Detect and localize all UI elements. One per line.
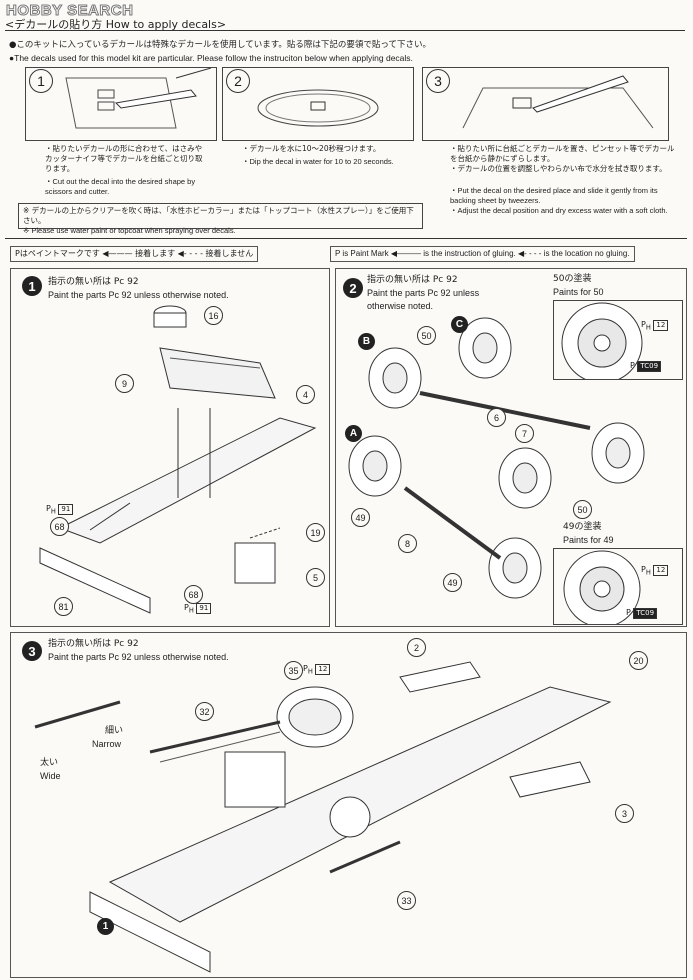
decal-step-2-jp: ・デカールを水に10〜20秒程つけます。 <box>242 144 381 153</box>
step-1-panel <box>10 268 330 627</box>
section-rule <box>5 238 687 239</box>
wheel-49-closeup <box>563 550 641 624</box>
wide-en: Wide <box>40 771 61 781</box>
part-3: 3 <box>615 804 634 823</box>
ph91-label-b: PH 91 <box>184 603 212 615</box>
step-3-en: Paint the parts Pc 92 unless otherwise n… <box>48 652 229 662</box>
legend-jp: Pはペイントマークです ◀——— 接着します ◀- - - - 接着しません <box>10 246 259 262</box>
part-35: 35 <box>284 661 303 680</box>
part-8: 8 <box>398 534 417 553</box>
callout-49-jp: 49の塗装 <box>563 522 602 532</box>
callout-50-jp: 50の塗装 <box>553 274 592 284</box>
step-2-en: Paint the parts Pc 92 unless otherwise n… <box>367 288 480 311</box>
legend-en: P is Paint Mark ◀——— is the instruction … <box>330 246 635 262</box>
step-1-jp: 指示の無い所は Pc 92 <box>48 277 139 287</box>
decal-step-1-jp: ・貼りたいデカールの形に合わせて、はさみやカッターナイフ等でデカールを台紙ごと切… <box>45 144 203 173</box>
decal-step-2-en: ・Dip the decal in water for 10 to 20 sec… <box>242 157 394 166</box>
part-16: 16 <box>204 306 223 325</box>
water-dish-illustration <box>257 89 379 127</box>
step-3-jp: 指示の無い所は Pc 92 <box>48 639 139 649</box>
step-2-panel <box>335 268 687 627</box>
ph12-label-49: PH 12 <box>641 565 669 577</box>
step-1-en: Paint the parts Pc 92 unless otherwise n… <box>48 290 229 300</box>
decal-section-title: <デカールの貼り方 How to apply decals> <box>5 18 227 31</box>
part-32: 32 <box>195 702 214 721</box>
tc09-label-49: P TC09 <box>626 608 658 619</box>
ph12-label-50: PH 12 <box>641 320 669 332</box>
step-3-panel <box>10 632 687 978</box>
part-68-b: 68 <box>184 585 203 604</box>
part-6: 6 <box>487 408 506 427</box>
part-49-a: 49 <box>351 508 370 527</box>
note-en: ※ Please use water paint or topcoat when… <box>23 226 236 235</box>
wheel-label-b: B <box>358 333 375 350</box>
wheel-50-closeup <box>561 302 643 379</box>
callout-49-en: Paints for 49 <box>563 535 614 545</box>
part-50-a: 50 <box>417 326 436 345</box>
step-1-number: 1 <box>22 276 42 296</box>
part-20: 20 <box>629 651 648 670</box>
step-2-jp: 指示の無い所は Pc 92 <box>367 275 458 285</box>
decal-panel-2 <box>222 67 414 141</box>
part-4: 4 <box>296 385 315 404</box>
step-2-number: 2 <box>343 278 363 298</box>
note-box: ※ デカールの上からクリアーを吹く時は、「水性ホビーカラー」または「トップコート… <box>18 203 423 235</box>
intro-en: ●The decals used for this model kit are … <box>9 53 413 63</box>
part-50-b: 50 <box>573 500 592 519</box>
part-1: 1 <box>97 918 114 935</box>
part-49-b: 49 <box>443 573 462 592</box>
callout-49-wheel-box <box>553 548 683 625</box>
decal-step-3-en: ・Put the decal on the desired place and … <box>450 186 668 215</box>
wide-jp: 太い <box>40 758 59 768</box>
decal-step-3-jp: ・貼りたい所に台紙ごとデカールを置き、ピンセット等でデカールを台紙から静かにずら… <box>450 144 675 173</box>
step-1-diagram <box>39 305 317 614</box>
part-81: 81 <box>54 597 73 616</box>
callout-50-wheel-box <box>553 300 683 380</box>
header-rule <box>5 30 685 31</box>
decal-step-number-2: 2 <box>226 69 250 93</box>
decal-step-1-en: ・Cut out the decal into the desired shap… <box>45 177 196 196</box>
part-7: 7 <box>515 424 534 443</box>
decal-panel-1 <box>25 67 217 141</box>
step-3-diagram <box>34 661 612 973</box>
part-68-a: 68 <box>50 517 69 536</box>
ph12-label-35: PH 12 <box>303 664 331 676</box>
watermark: HOBBY SEARCH <box>5 2 134 20</box>
intro-jp: ●このキットに入っているデカールは特殊なデカールを使用しています。貼る際は下記の… <box>9 40 431 50</box>
decal-step-number-3: 3 <box>426 69 450 93</box>
decal-step-number-1: 1 <box>29 69 53 93</box>
callout-50-en: Paints for 50 <box>553 287 604 297</box>
cut-decal-illustration <box>65 68 212 129</box>
narrow-en: Narrow <box>92 739 122 749</box>
part-2: 2 <box>407 638 426 657</box>
part-9: 9 <box>115 374 134 393</box>
part-5: 5 <box>306 568 325 587</box>
part-33: 33 <box>397 891 416 910</box>
step-3-number: 3 <box>22 641 42 661</box>
narrow-jp: 細い <box>105 726 124 736</box>
ph91-label-a: PH 91 <box>46 504 74 516</box>
decal-panel-3 <box>422 67 669 141</box>
note-jp: ※ デカールの上からクリアーを吹く時は、「水性ホビーカラー」または「トップコート… <box>23 206 414 225</box>
step-2-diagram <box>348 317 645 599</box>
part-19: 19 <box>306 523 325 542</box>
wheel-label-a: A <box>345 425 362 442</box>
apply-decal-illustration <box>462 75 654 129</box>
wheel-label-c: C <box>451 316 468 333</box>
tc09-label-50: P TC09 <box>630 361 662 372</box>
